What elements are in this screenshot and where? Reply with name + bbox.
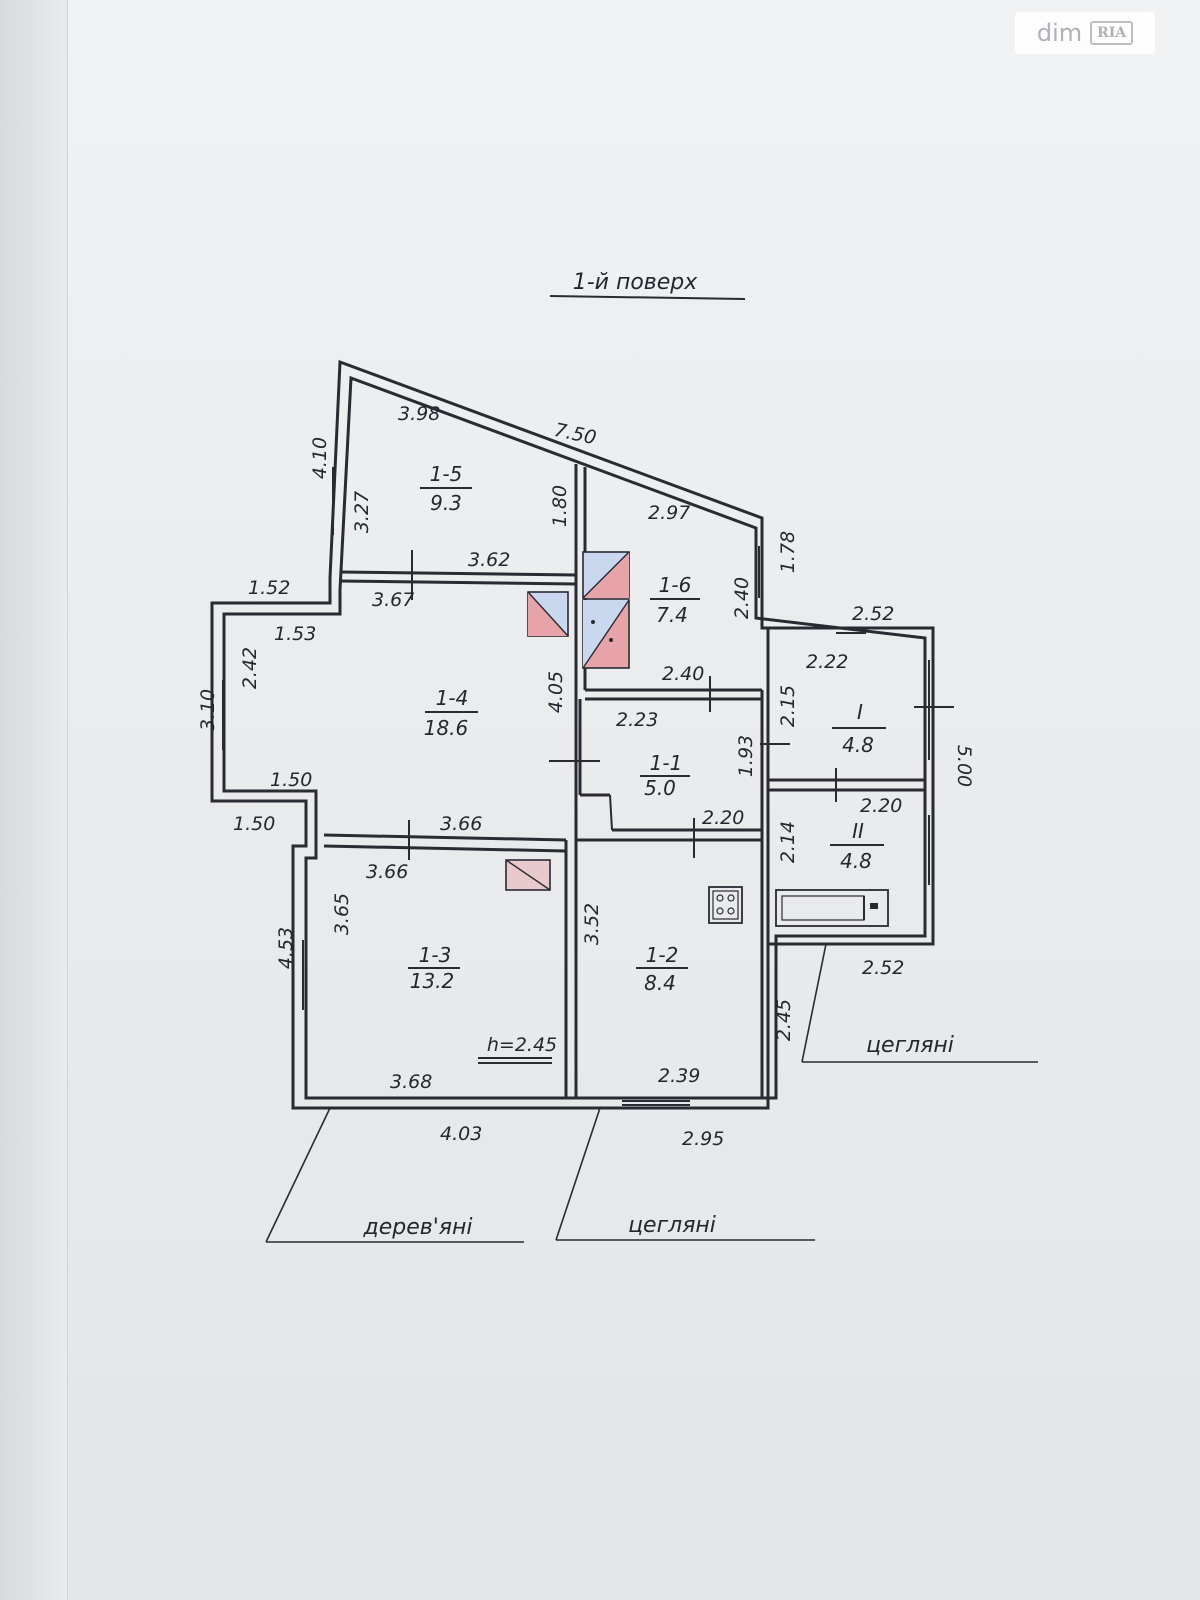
dim-4.03: 4.03 <box>440 1123 482 1145</box>
dim-2.14: 2.14 <box>777 821 799 863</box>
dim-4.53: 4.53 <box>275 927 297 969</box>
dim-3.98: 3.98 <box>398 403 440 425</box>
dim-2.97: 2.97 <box>648 502 690 524</box>
dim-2.95: 2.95 <box>682 1128 724 1150</box>
dim-7.50: 7.50 <box>552 419 598 449</box>
room-label-1-3: 1-3 13.2 <box>408 943 460 993</box>
material-brick-bottom: цегляні <box>628 1213 716 1238</box>
binding-edge <box>0 0 68 1600</box>
dim-3.68: 3.68 <box>390 1071 432 1093</box>
dim-2.52-top: 2.52 <box>852 603 894 625</box>
kitchen-cooktop <box>708 886 743 924</box>
dim-2.40-h: 2.40 <box>662 663 704 685</box>
outer-walls <box>210 359 935 1110</box>
dim-1.50-outer: 1.50 <box>233 813 275 835</box>
dim-3.52: 3.52 <box>581 903 603 945</box>
room-area: 4.8 <box>842 733 874 757</box>
room-label-II: II 4.8 <box>830 819 884 873</box>
room-id: 1-2 <box>646 943 679 967</box>
room-label-1-1: 1-1 5.0 <box>640 751 690 800</box>
dim-4.10: 4.10 <box>309 437 331 479</box>
material-brick-right: цегляні <box>866 1033 954 1058</box>
dim-3.67: 3.67 <box>372 589 414 611</box>
dim-ria-watermark: dim RIA <box>1015 12 1155 54</box>
room-id: 1-6 <box>659 573 692 597</box>
dim-2.20-kitchen: 2.20 <box>702 807 744 829</box>
room-area: 18.6 <box>424 716 469 740</box>
room-area: 5.0 <box>644 776 676 800</box>
dim-1.78: 1.78 <box>777 531 799 573</box>
room-area: 4.8 <box>840 849 872 873</box>
dim-4.05: 4.05 <box>545 671 567 713</box>
room-label-1-4: 1-4 18.6 <box>424 686 478 740</box>
dim-3.66-top: 3.66 <box>440 813 482 835</box>
dim-1.52: 1.52 <box>248 577 290 599</box>
plan-title: 1-й поверх <box>573 270 699 295</box>
watermark-brand: dim <box>1036 19 1083 47</box>
stove-1-3 <box>505 859 551 891</box>
room-label-1-5: 1-5 9.3 <box>420 462 472 515</box>
material-wooden: дерев'яні <box>363 1215 473 1240</box>
dim-1.53: 1.53 <box>274 623 316 645</box>
room-label-I: I 4.8 <box>832 700 886 757</box>
interior-walls <box>323 464 925 1098</box>
dim-1.50-inner: 1.50 <box>270 769 312 791</box>
dim-2.20-bath: 2.20 <box>860 795 902 817</box>
dim-3.62: 3.62 <box>468 549 510 571</box>
room-id: 1-3 <box>419 943 452 967</box>
material-note-brick-right: цегляні <box>801 943 1038 1063</box>
dim-3.27: 3.27 <box>351 491 373 533</box>
room-label-1-6: 1-6 7.4 <box>650 573 700 627</box>
room-id: 1-4 <box>436 686 469 710</box>
room-id: 1-1 <box>650 751 683 775</box>
room-area: 13.2 <box>410 969 455 993</box>
watermark-badge: RIA <box>1090 21 1134 45</box>
room-label-1-2: 1-2 8.4 <box>636 943 688 995</box>
dim-2.45: 2.45 <box>773 999 795 1041</box>
dim-3.65: 3.65 <box>331 893 353 935</box>
ceiling-height: h=2.45 <box>487 1034 557 1056</box>
dim-3.10: 3.10 <box>197 689 219 731</box>
dim-1.93: 1.93 <box>735 735 757 777</box>
dim-2.23: 2.23 <box>616 709 658 731</box>
dim-1.80: 1.80 <box>549 485 571 527</box>
stove-1-6 <box>582 551 630 669</box>
room-id: 1-5 <box>430 462 463 486</box>
dim-5.00: 5.00 <box>953 745 975 787</box>
room-id: I <box>857 700 863 724</box>
ceiling-height-note: h=2.45 <box>478 1034 557 1064</box>
title-underline <box>549 295 746 300</box>
bathtub <box>775 889 889 927</box>
room-area: 9.3 <box>430 491 462 515</box>
dim-2.52-bottom: 2.52 <box>862 957 904 979</box>
stove-1-4 <box>527 591 569 637</box>
dim-2.15: 2.15 <box>777 685 799 727</box>
material-note-brick-bottom: цегляні <box>555 1107 815 1241</box>
dim-2.40-v: 2.40 <box>731 577 753 619</box>
dim-2.39: 2.39 <box>658 1065 700 1087</box>
dim-2.22: 2.22 <box>806 651 848 673</box>
room-area: 8.4 <box>644 971 676 995</box>
dim-3.66-bottom: 3.66 <box>366 861 408 883</box>
window-marks <box>222 467 954 1106</box>
room-id: II <box>852 819 864 843</box>
dim-2.42: 2.42 <box>239 647 261 689</box>
material-note-wooden: дерев'яні <box>265 1107 524 1243</box>
dimension-labels: 3.98 7.50 3.62 2.97 1.52 1.53 3.67 2.52 … <box>197 403 975 1150</box>
room-area: 7.4 <box>656 603 688 627</box>
